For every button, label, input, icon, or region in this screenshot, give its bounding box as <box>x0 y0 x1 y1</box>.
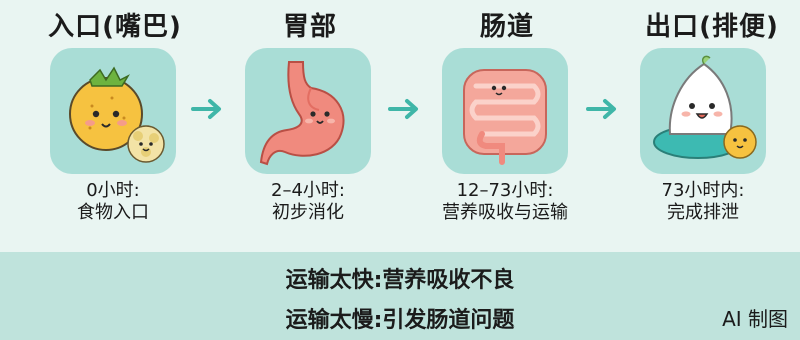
arrow-right-icon <box>191 99 221 119</box>
tile-intestine <box>442 48 568 174</box>
caption-desc: 食物入口 <box>77 202 149 223</box>
note-too-fast: 运输太快:营养吸收不良 <box>285 268 515 293</box>
arrow-right-icon <box>586 99 616 119</box>
fruit-character-icon <box>69 66 165 163</box>
caption-time: 0小时: <box>86 180 140 201</box>
notes-band <box>0 252 800 340</box>
tile-mouth <box>50 48 176 174</box>
ai-image-label: AI 制图 <box>722 307 788 331</box>
caption-desc: 营养吸收与运输 <box>442 202 568 223</box>
stomach-icon <box>259 61 345 166</box>
caption-exit: 73小时内: 完成排泄 <box>628 180 778 224</box>
caption-time: 73小时内: <box>661 180 745 201</box>
tile-exit <box>640 48 766 174</box>
intestine-icon <box>463 69 547 165</box>
tile-stomach <box>245 48 371 174</box>
stage-title-intestine: 肠道 <box>479 12 534 42</box>
note-too-slow: 运输太慢:引发肠道问题 <box>285 308 515 333</box>
stage-title-mouth: 入口(嘴巴) <box>48 12 182 42</box>
stage-title-stomach: 胃部 <box>282 12 337 42</box>
stage-title-exit: 出口(排便) <box>645 12 779 42</box>
caption-intestine: 12–73小时: 营养吸收与运输 <box>420 180 590 224</box>
caption-stomach: 2–4小时: 初步消化 <box>233 180 383 224</box>
caption-mouth: 0小时: 食物入口 <box>38 180 188 224</box>
caption-time: 12–73小时: <box>456 180 554 201</box>
poop-character-icon <box>653 55 757 159</box>
caption-desc: 初步消化 <box>272 202 344 223</box>
caption-time: 2–4小时: <box>271 180 345 201</box>
arrow-right-icon <box>388 99 418 119</box>
caption-desc: 完成排泄 <box>667 202 739 223</box>
